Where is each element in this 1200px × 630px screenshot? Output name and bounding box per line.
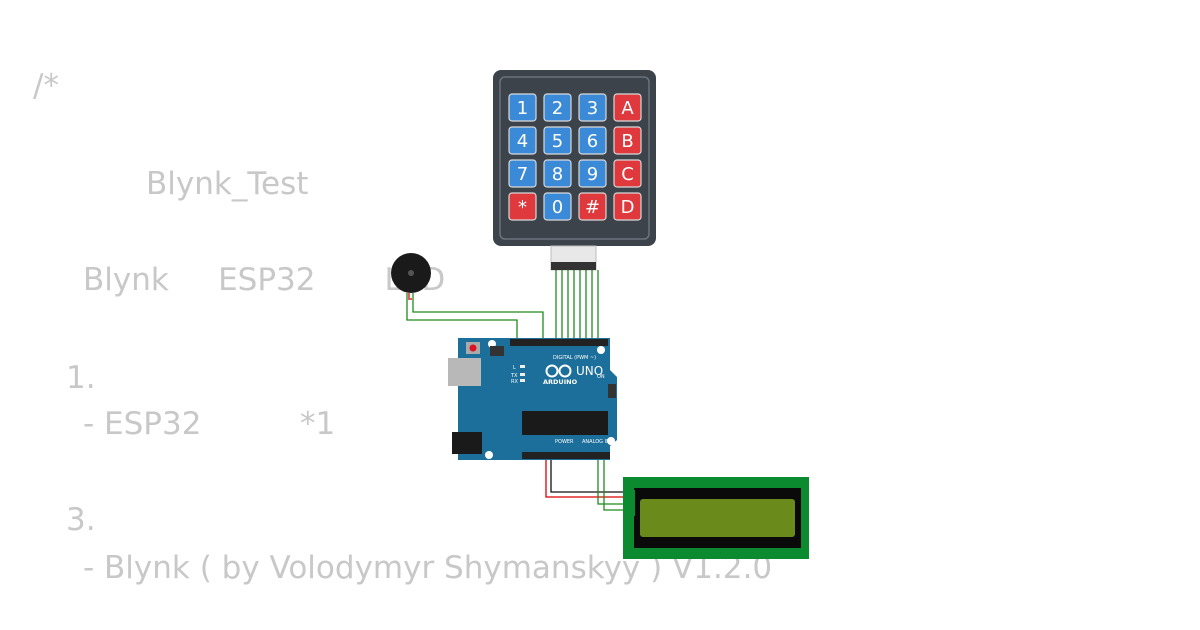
led-label-l: L	[513, 365, 516, 371]
lcd-16x2-display[interactable]	[623, 477, 809, 559]
keypad-key-label: A	[621, 98, 634, 119]
code-comment-start: /*	[33, 68, 59, 104]
keypad-key-label: B	[621, 131, 633, 152]
keypad-key-1[interactable]: 1	[508, 93, 537, 122]
buzzer[interactable]	[391, 253, 431, 293]
microcontroller-chip	[522, 411, 608, 435]
keypad-key-label: 4	[517, 131, 528, 152]
keypad-key-label: 7	[517, 164, 528, 185]
keypad-key-4[interactable]: 4	[508, 126, 537, 155]
keypad-key-label: D	[621, 197, 635, 218]
keypad-key-label: 2	[552, 98, 563, 119]
keypad-key-C[interactable]: C	[613, 159, 642, 188]
code-item-esp32: - ESP32 *1	[83, 406, 336, 442]
keypad-key-B[interactable]: B	[613, 126, 642, 155]
keypad-key-label: 3	[587, 98, 598, 119]
arduino-uno-board[interactable]: UNO ARDUINO DIGITAL (PWM ~) POWER ANALOG…	[448, 338, 617, 460]
keypad-key-6[interactable]: 6	[578, 126, 607, 155]
keypad-key-D[interactable]: D	[613, 192, 642, 221]
keypad-key-*[interactable]: *	[508, 192, 537, 221]
power-header-label: POWER	[555, 439, 574, 445]
keypad-key-#[interactable]: #	[578, 192, 607, 221]
keypad-key-A[interactable]: A	[613, 93, 642, 122]
keypad-key-3[interactable]: 3	[578, 93, 607, 122]
led-label-rx: RX	[511, 379, 518, 385]
wires	[406, 270, 630, 511]
keypad-key-0[interactable]: 0	[543, 192, 572, 221]
board-model-label: UNO	[576, 364, 603, 378]
keypad-key-8[interactable]: 8	[543, 159, 572, 188]
keypad-key-2[interactable]: 2	[543, 93, 572, 122]
code-item-blynk-library: - Blynk ( by Volodymyr Shymanskyy ) V1.2…	[83, 550, 773, 586]
keypad-key-label: 5	[552, 131, 563, 152]
arduino-logo-icon	[545, 364, 572, 378]
analog-header-label: ANALOG IN	[582, 439, 610, 445]
on-led-label: ON	[597, 374, 605, 380]
keypad-key-9[interactable]: 9	[578, 159, 607, 188]
keypad-key-label: 0	[552, 197, 563, 218]
keypad-key-label: 9	[587, 164, 598, 185]
board-brand-label: ARDUINO	[543, 378, 578, 386]
keypad-key-label: *	[518, 197, 527, 218]
code-step-3: 3.	[66, 502, 96, 538]
keypad-key-label: 6	[587, 131, 598, 152]
code-step-1: 1.	[66, 360, 96, 396]
keypad-key-label: 1	[517, 98, 528, 119]
keypad-key-label: C	[621, 164, 634, 185]
power-jack	[452, 432, 482, 454]
keypad-key-label: 8	[552, 164, 563, 185]
digital-header-label: DIGITAL (PWM ~)	[553, 355, 596, 361]
code-title: Blynk_Test	[146, 166, 309, 202]
led-label-tx: TX	[510, 373, 518, 379]
keypad-4x4[interactable]: 1 2 3 A 4 5 6 B 7 8 9 C * 0 # D	[493, 70, 656, 271]
keypad-key-label: #	[585, 197, 600, 218]
usb-port	[448, 358, 481, 386]
keypad-key-5[interactable]: 5	[543, 126, 572, 155]
keypad-key-7[interactable]: 7	[508, 159, 537, 188]
